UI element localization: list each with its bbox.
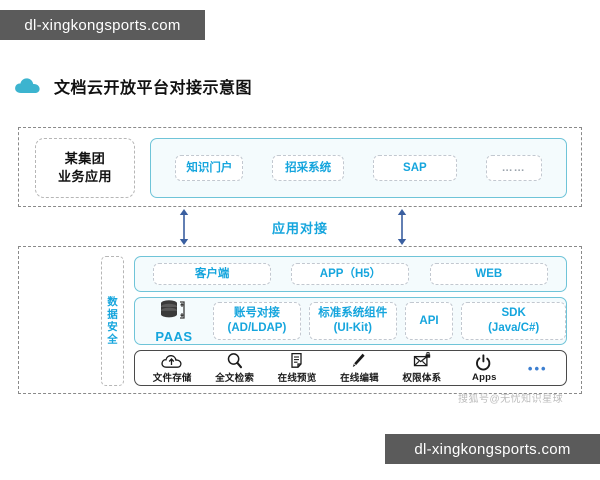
app-chip-more[interactable]: …… [485,155,542,181]
component-chip-sub: (AD/LDAP) [227,322,287,334]
page-title: 文档云开放平台对接示意图 [54,80,253,97]
component-chip-sub: (Java/C#) [488,322,540,334]
service-item-file-storage[interactable]: 文件存储 [143,352,201,384]
app-chip-sap[interactable]: SAP [372,155,457,181]
page-header: 文档云开放平台对接示意图 [14,74,252,98]
business-apps-panel: 知识门户 招采系统 SAP …… [150,138,567,198]
paas-components-panel: PAAS 账号对接 (AD/LDAP) 标准系统组件 (UI-Kit) API … [134,297,567,345]
business-label-line2: 业务应用 [57,169,112,184]
service-item-label: 在线编辑 [340,373,379,384]
watermark-top-text: dl-xingkongsports.com [24,16,181,34]
app-chip-label: 知识门户 [186,161,233,174]
client-chip-app-h5[interactable]: APP（H5） [291,263,410,285]
client-chip-label: APP（H5） [319,267,382,280]
component-chip-sub: (UI-Kit) [333,322,372,334]
double-arrow-vertical-icon [396,209,408,250]
app-chip-procurement-system[interactable]: 招采系统 [272,155,345,181]
power-icon [473,353,495,371]
business-application-label-box: 某集团 业务应用 [35,138,135,198]
app-chip-label: …… [501,161,526,174]
envelope-lock-icon [411,352,433,369]
service-item-label: Apps [472,371,497,383]
service-item-more[interactable]: ••• [518,361,558,376]
client-chip-label: WEB [475,267,503,280]
service-item-label: 在线预览 [277,373,317,384]
double-arrow-vertical-icon [178,209,190,250]
component-chip-label: API [419,314,439,327]
service-item-full-text-search[interactable]: 全文检索 [206,352,264,384]
magnifier-icon [224,352,246,369]
data-security-label: 数据安全 [106,296,118,346]
client-chip-web[interactable]: WEB [429,263,548,285]
service-item-online-edit[interactable]: 在线编辑 [330,352,388,384]
watermark-bottom: dl-xingkongsports.com [385,434,600,464]
application-integration-label: 应用对接 [271,221,328,236]
pen-icon [348,352,370,369]
app-chip-label: 招采系统 [285,161,332,174]
service-item-permission-system[interactable]: 权限体系 [393,352,451,384]
business-application-section: 某集团 业务应用 知识门户 招采系统 SAP …… [18,127,582,207]
component-chip-api[interactable]: API [404,302,454,340]
app-chip-label: SAP [403,161,427,174]
service-item-label: 全文检索 [215,373,255,384]
document-icon [286,352,308,369]
paas-label: PAAS [155,328,193,344]
business-label-line1: 某集团 [64,150,106,166]
service-item-label: 文件存储 [152,373,192,384]
platform-section: 数据安全 客户端 APP（H5） WEB [18,246,582,394]
client-channels-panel: 客户端 APP（H5） WEB [134,256,567,292]
component-chip-sdk[interactable]: SDK (Java/C#) [461,302,566,340]
watermark-faint: 搜狐号@无忧知识星球 [458,394,564,405]
application-integration-layer: 应用对接 [18,207,582,246]
component-chip-label: 标准系统组件 [318,307,388,320]
cloud-icon [14,75,42,97]
cloud-upload-icon [161,352,183,369]
client-chip-client[interactable]: 客户端 [153,263,272,285]
database-icon [159,299,189,328]
services-panel: 文件存储 全文检索 在线预览 [134,350,567,386]
service-more-label: ••• [527,360,548,376]
component-chip-label: 账号对接 [233,307,280,320]
watermark-bottom-text: dl-xingkongsports.com [414,440,571,458]
data-security-box: 数据安全 [101,256,124,386]
app-chip-knowledge-portal[interactable]: 知识门户 [175,155,244,181]
watermark-top: dl-xingkongsports.com [0,10,205,40]
paas-cell: PAAS [143,299,205,344]
client-chip-label: 客户端 [194,267,230,280]
service-item-online-preview[interactable]: 在线预览 [268,352,326,384]
component-chip-label: SDK [501,307,526,320]
service-item-apps[interactable]: Apps [455,353,513,383]
component-chip-account-integration[interactable]: 账号对接 (AD/LDAP) [213,302,301,340]
service-item-label: 权限体系 [402,373,442,384]
component-chip-ui-kit[interactable]: 标准系统组件 (UI-Kit) [308,302,397,340]
